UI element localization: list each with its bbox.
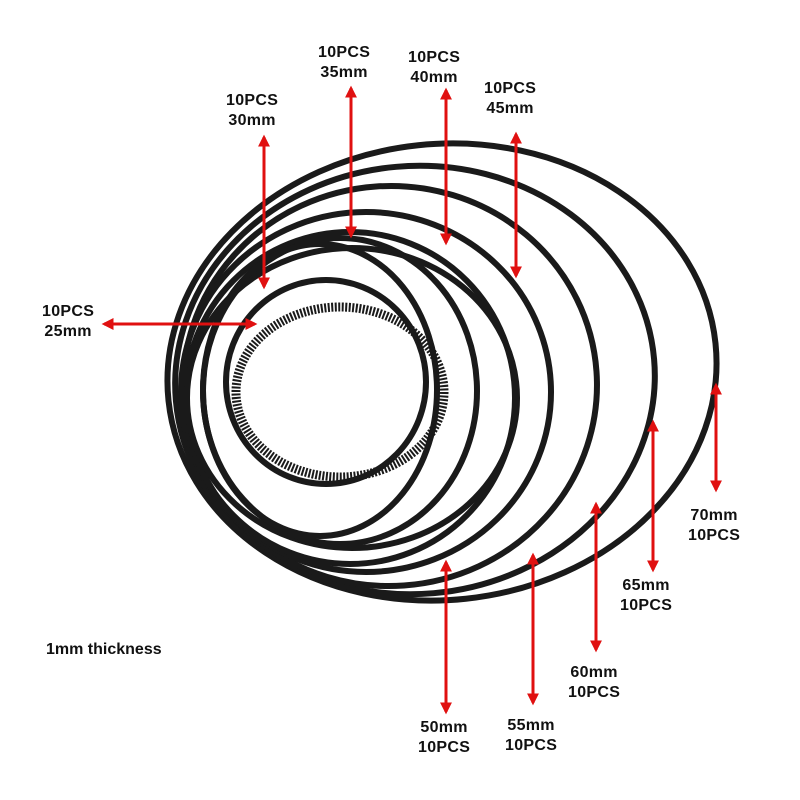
label-60mm-qty: 10PCS bbox=[568, 684, 621, 701]
thickness-note: 1mm thickness bbox=[46, 641, 162, 658]
label-65mm: 65mm 10PCS bbox=[620, 576, 672, 616]
label-65mm-qty: 10PCS bbox=[620, 597, 673, 614]
label-50mm-qty: 10PCS bbox=[418, 739, 471, 756]
label-30mm: 10PCS 30mm bbox=[226, 91, 278, 131]
label-25mm-qty: 10PCS bbox=[42, 303, 95, 320]
belt-35mm bbox=[200, 241, 440, 539]
label-55mm-qty: 10PCS bbox=[505, 737, 558, 754]
label-70mm-size: 70mm bbox=[690, 507, 738, 524]
label-25mm-size: 25mm bbox=[44, 323, 92, 340]
belt-25mm bbox=[231, 302, 449, 482]
label-40mm-qty: 10PCS bbox=[408, 49, 461, 66]
label-30mm-size: 30mm bbox=[228, 112, 276, 129]
label-60mm-size: 60mm bbox=[570, 664, 618, 681]
label-45mm: 10PCS 45mm bbox=[484, 79, 536, 119]
label-40mm-size: 40mm bbox=[410, 69, 458, 86]
label-55mm-size: 55mm bbox=[507, 717, 555, 734]
label-70mm: 70mm 10PCS bbox=[688, 506, 740, 546]
label-55mm: 55mm 10PCS bbox=[505, 716, 557, 756]
belt-65mm bbox=[172, 162, 658, 598]
belt-30mm bbox=[223, 277, 429, 487]
label-25mm: 10PCS 25mm bbox=[42, 302, 94, 342]
label-35mm-size: 35mm bbox=[320, 64, 368, 81]
label-40mm: 10PCS 40mm bbox=[408, 48, 460, 88]
belt-70mm bbox=[164, 140, 720, 604]
label-35mm-qty: 10PCS bbox=[318, 44, 371, 61]
label-30mm-qty: 10PCS bbox=[226, 92, 279, 109]
label-70mm-qty: 10PCS bbox=[688, 527, 741, 544]
label-35mm: 10PCS 35mm bbox=[318, 43, 370, 83]
belt-55mm bbox=[178, 209, 554, 575]
label-45mm-size: 45mm bbox=[486, 100, 534, 117]
label-50mm: 50mm 10PCS bbox=[418, 718, 470, 758]
label-60mm: 60mm 10PCS bbox=[568, 663, 620, 703]
label-65mm-size: 65mm bbox=[622, 577, 670, 594]
label-50mm-size: 50mm bbox=[420, 719, 468, 736]
label-45mm-qty: 10PCS bbox=[484, 80, 537, 97]
